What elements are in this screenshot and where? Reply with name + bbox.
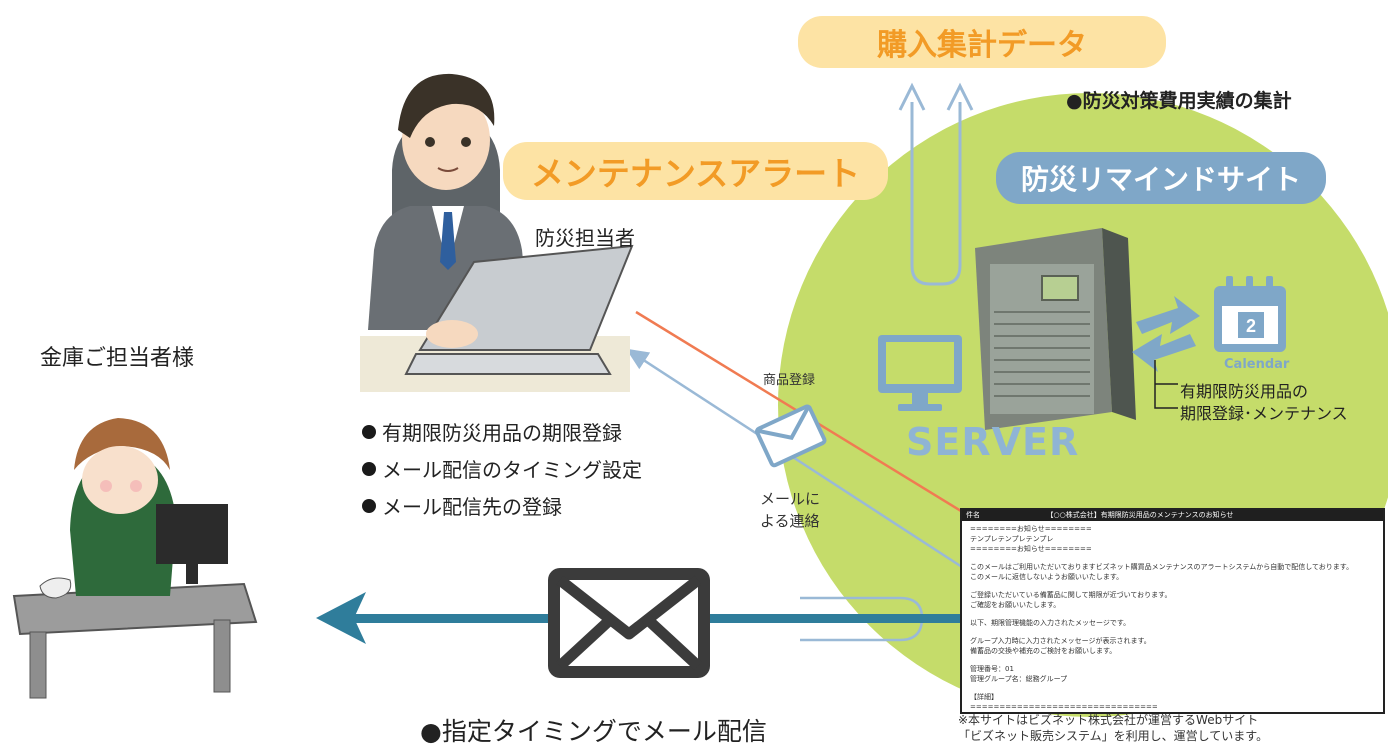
bullet-dot [362,462,376,476]
email-line: 以下、期限管理機能の入力されたメッセージです。 [970,619,1131,627]
mail-contact-line1: メールに [760,490,821,508]
server-icon [975,228,1136,430]
email-line: テンプレテンプレテンプレ [970,535,1054,543]
email-gap [970,684,1375,692]
aggregate-note: ●防災対策費用実績の集計 [1066,90,1292,112]
small-mail-icon [754,404,827,468]
email-gap [970,656,1375,664]
purchase-data-label: 購入集計データ [798,16,1166,68]
list-item-text: メール配信のタイミング設定 [382,458,642,482]
delivery-caption: ●指定タイミングでメール配信 [420,717,767,746]
list-item-text: メール配信先の登録 [382,495,562,519]
bullet-dot [362,425,376,439]
email-line: 管理番号：01 [970,665,1014,673]
product-registration-label: 商品登録 [763,373,816,388]
email-line: ========お知らせ======== [970,545,1092,553]
monitor-icon [878,335,962,411]
bullet-dot [362,499,376,513]
email-sample-window: 件名 【○○株式会社】有期限防災用品のメンテナンスのお知らせ ========お… [960,508,1385,714]
list-item: メール配信先の登録 [362,489,642,526]
email-body: ========お知らせ======== テンプレテンプレテンプレ ======… [962,521,1383,712]
safe-customer-label: 金庫ご担当者様 [40,346,195,371]
calendar-description: 有期限防災用品の 期限登録･メンテナンス [1180,381,1348,425]
maintenance-alert-label: メンテナンスアラート [503,142,888,200]
footnote: ※本サイトはビズネット株式会社が運営するWebサイト 「ビズネット販売システム」… [958,712,1268,744]
email-line: 【詳細】 [970,693,998,701]
manager-task-list: 有期限防災用品の期限登録 メール配信のタイミング設定 メール配信先の登録 [362,415,642,526]
email-line: 備蓄品の交換や補充のご検討をお願いします。 [970,647,1117,655]
email-line: 管理グループ名：総務グループ [970,675,1068,683]
footnote-line2: 「ビズネット販売システム」を利用し、運営しています。 [958,729,1269,743]
email-line: ========お知らせ======== [970,525,1092,533]
disaster-manager-illustration [360,73,634,392]
sync-arrows-icon [1132,296,1200,372]
upload-loop-arrow [898,82,974,286]
calendar-word: Calendar [1224,357,1290,372]
calendar-day: 2 [1246,316,1256,336]
calendar-desc-line1: 有期限防災用品の [1180,382,1309,401]
list-item-text: 有期限防災用品の期限登録 [382,421,622,445]
email-gap [970,554,1375,562]
footnote-line1: ※本サイトはビズネット株式会社が運営するWebサイト [958,713,1259,727]
email-line: ご確認をお願いいたします。 [970,601,1061,609]
email-line: ご登録いただいている備蓄品に関して期限が近づいております。 [970,591,1172,599]
email-line: グループ入力時に入力されたメッセージが表示されます。 [970,637,1151,645]
email-line: このメールはご利用いただいておりますビズネット購買品メンテナンスのアラートシステ… [970,563,1354,571]
email-gap [970,582,1375,590]
server-label: SERVER [906,420,1080,464]
calendar-desc-line2: 期限登録･メンテナンス [1180,404,1348,423]
mail-contact-label: メールに よる連絡 [760,488,820,532]
email-gap [970,628,1375,636]
disaster-manager-label: 防災担当者 [535,226,635,250]
email-line: ================================ [970,703,1158,711]
mail-contact-line2: よる連絡 [760,512,820,530]
email-gap [970,610,1375,618]
remind-site-label: 防災リマインドサイト [996,152,1326,204]
mail-envelope-icon [548,568,710,678]
list-item: メール配信のタイミング設定 [362,452,642,489]
safe-customer-illustration [12,418,258,699]
email-line: このメールに返信しないようお願いいたします。 [970,573,1124,581]
email-subject-bar: 件名 【○○株式会社】有期限防災用品のメンテナンスのお知らせ [962,510,1383,521]
calendar-bracket [1154,360,1178,409]
calendar-icon: 2 [1214,276,1286,352]
list-item: 有期限防災用品の期限登録 [362,415,642,452]
